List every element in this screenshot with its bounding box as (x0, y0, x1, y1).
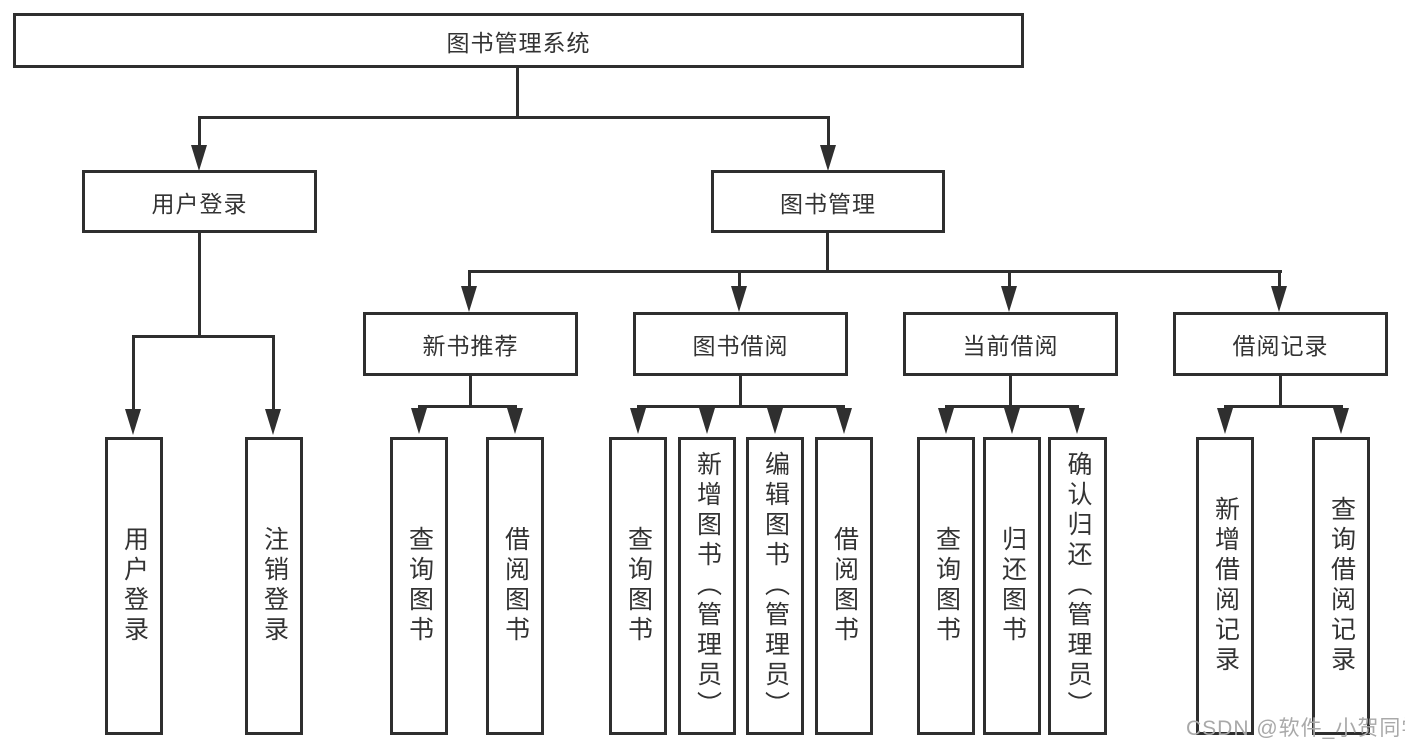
leaf-confirm-return-admin: 确认归还（管理员） (1048, 437, 1107, 735)
leaf-label: 借阅图书 (830, 526, 859, 646)
node-current-borrowing: 当前借阅 (903, 312, 1118, 376)
arrow-head (1217, 408, 1233, 434)
connector-line (198, 233, 201, 338)
connector-line (469, 376, 472, 407)
node-book-borrowing: 图书借阅 (633, 312, 848, 376)
node-borrowing-records: 借阅记录 (1173, 312, 1388, 376)
arrow-head (820, 145, 836, 171)
leaf-user-login: 用户登录 (105, 437, 163, 735)
leaf-label: 确认归还（管理员） (1064, 451, 1092, 721)
leaf-logout: 注销登录 (245, 437, 303, 735)
connector-line (418, 405, 517, 408)
arrow-head (1271, 286, 1287, 312)
arrow-head (836, 408, 852, 434)
watermark: CSDN @软件_小贺同学 (1186, 717, 1405, 740)
leaf-return-books: 归还图书 (983, 437, 1041, 735)
leaf-label: 查询图书 (624, 526, 653, 646)
connector-line (637, 405, 845, 408)
connector-line (272, 335, 275, 411)
connector-line (945, 405, 1079, 408)
arrow-head (938, 408, 954, 434)
arrow-head (191, 145, 207, 171)
connector-line (1224, 405, 1343, 408)
arrow-head (630, 408, 646, 434)
connector-line (738, 270, 741, 288)
arrow-head (1069, 408, 1085, 434)
node-user-login: 用户登录 (82, 170, 317, 233)
connector-line (826, 233, 829, 273)
leaf-label: 借阅图书 (501, 526, 530, 646)
connector-line (468, 270, 471, 288)
node-book-management: 图书管理 (711, 170, 945, 233)
leaf-borrow-books-recommend: 借阅图书 (486, 437, 544, 735)
connector-line (516, 68, 519, 118)
arrow-head (265, 409, 281, 435)
arrow-head (699, 408, 715, 434)
arrow-head (411, 408, 427, 434)
leaf-query-borrow-record: 查询借阅记录 (1312, 437, 1370, 735)
leaf-label: 编辑图书（管理员） (761, 451, 790, 721)
leaf-label: 新增借阅记录 (1211, 496, 1240, 676)
connector-line (739, 376, 742, 407)
connector-line (132, 335, 275, 338)
arrow-head (125, 409, 141, 435)
leaf-add-books-admin: 新增图书（管理员） (678, 437, 736, 735)
leaf-label: 注销登录 (260, 526, 289, 646)
connector-line (1009, 376, 1012, 407)
leaf-label: 查询借阅记录 (1327, 496, 1356, 676)
connector-line (198, 116, 201, 149)
leaf-query-books-recommend: 查询图书 (390, 437, 448, 735)
leaf-edit-books-admin: 编辑图书（管理员） (746, 437, 804, 735)
leaf-label: 用户登录 (120, 526, 149, 646)
leaf-add-borrow-record: 新增借阅记录 (1196, 437, 1254, 735)
connector-line (468, 270, 1282, 273)
connector-line (1278, 270, 1281, 288)
arrow-head (1004, 408, 1020, 434)
node-root: 图书管理系统 (13, 13, 1024, 68)
leaf-label: 查询图书 (405, 526, 434, 646)
connector-line (1279, 376, 1282, 407)
arrow-head (767, 408, 783, 434)
leaf-label: 新增图书（管理员） (693, 451, 722, 721)
connector-line (198, 116, 830, 119)
arrow-head (1001, 286, 1017, 312)
node-new-book-recommend: 新书推荐 (363, 312, 578, 376)
arrow-head (461, 286, 477, 312)
connector-line (1008, 270, 1011, 288)
leaf-label: 查询图书 (932, 526, 961, 646)
arrow-head (1333, 408, 1349, 434)
leaf-borrow-books: 借阅图书 (815, 437, 873, 735)
arrow-head (507, 408, 523, 434)
leaf-label: 归还图书 (998, 526, 1027, 646)
connector-line (827, 116, 830, 149)
leaf-query-books-borrowing: 查询图书 (609, 437, 667, 735)
leaf-query-books-current: 查询图书 (917, 437, 975, 735)
connector-line (132, 335, 135, 411)
arrow-head (731, 286, 747, 312)
